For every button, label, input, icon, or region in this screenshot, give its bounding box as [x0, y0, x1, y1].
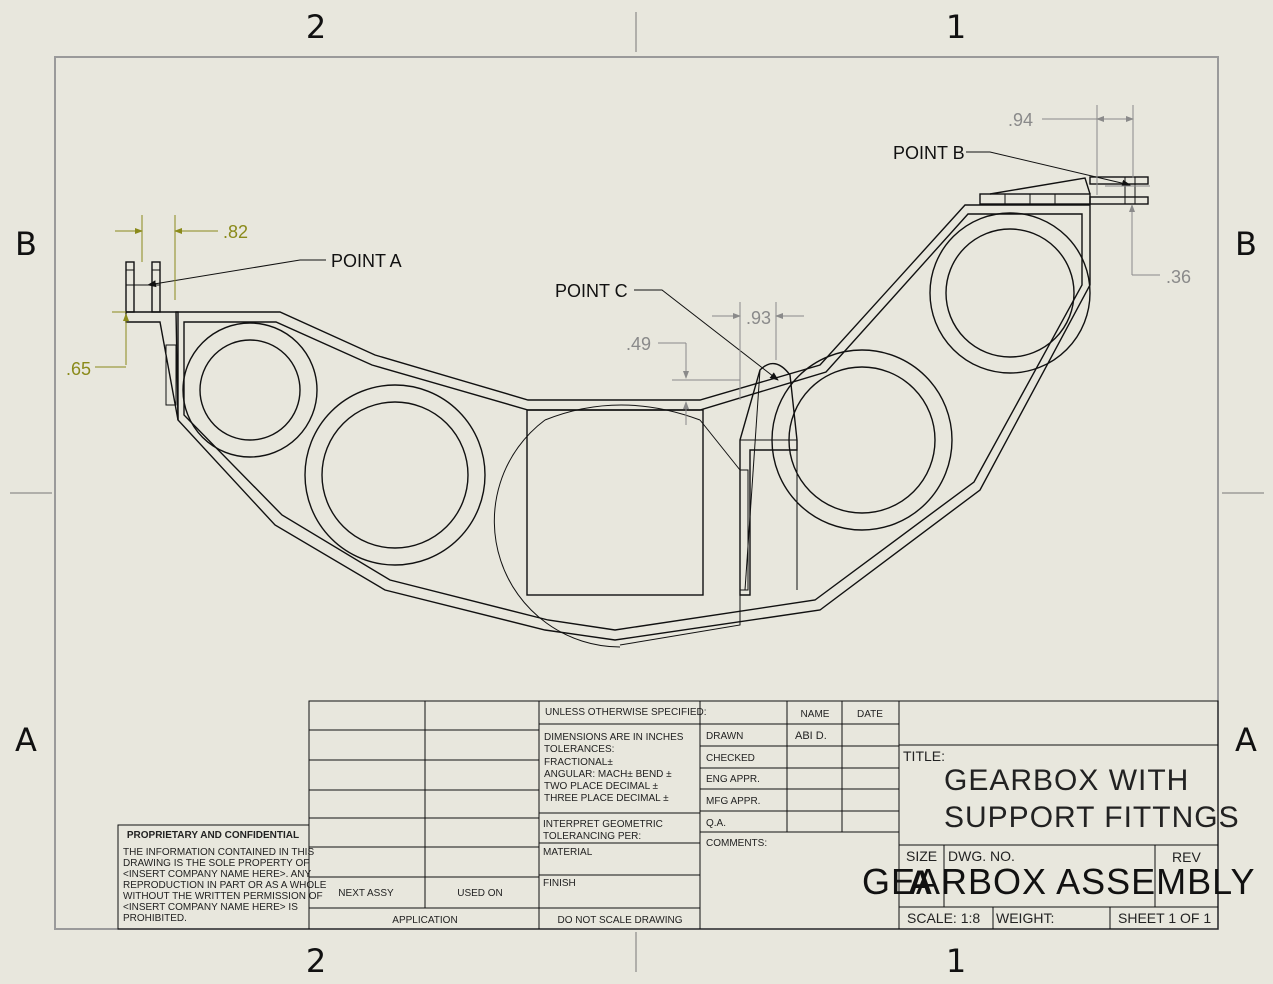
svg-text:.65: .65: [66, 359, 91, 379]
callout-point-b: POINT B: [893, 143, 1131, 187]
dimension-36: .36: [1105, 185, 1191, 287]
size-value: A: [908, 864, 933, 902]
proprietary-line: THE INFORMATION CONTAINED IN THIS: [123, 847, 314, 858]
mfg-appr-label: MFG APPR.: [706, 796, 760, 807]
dimension-94: .94: [1008, 105, 1134, 195]
tolerance-line: TOLERANCES:: [544, 744, 614, 755]
title-label: TITLE:: [903, 748, 945, 764]
dimension-82: .82: [115, 215, 248, 300]
svg-text:.82: .82: [223, 222, 248, 242]
tolerance-line: FRACTIONAL±: [544, 757, 613, 768]
sheet-label: SHEET 1 OF 1: [1118, 910, 1211, 926]
title-line-2: SUPPORT FITTNGS: [944, 801, 1240, 834]
proprietary-line: <INSERT COMPANY NAME HERE>. ANY: [123, 869, 312, 880]
title-line-1: GEARBOX WITH: [944, 764, 1189, 797]
svg-text:POINT C: POINT C: [555, 281, 628, 301]
tolerance-line: TWO PLACE DECIMAL ±: [544, 781, 659, 792]
do-not-scale: DO NOT SCALE DRAWING: [557, 915, 682, 926]
date-header: DATE: [857, 709, 883, 720]
callout-point-c: POINT C: [555, 281, 779, 381]
size-label: SIZE: [906, 848, 937, 864]
svg-text:.94: .94: [1008, 110, 1033, 130]
svg-text:POINT A: POINT A: [331, 251, 402, 271]
used-on-label: USED ON: [457, 888, 503, 899]
callout-point-a: POINT A: [147, 251, 402, 288]
proprietary-line: DRAWING IS THE SOLE PROPERTY OF: [123, 858, 309, 869]
eng-appr-label: ENG APPR.: [706, 774, 760, 785]
unless-specified: UNLESS OTHERWISE SPECIFIED:: [545, 707, 707, 718]
svg-text:.93: .93: [746, 308, 771, 328]
proprietary-line: WITHOUT THE WRITTEN PERMISSION OF: [123, 891, 323, 902]
drawn-name: ABI D.: [795, 730, 827, 742]
zone-grid: [10, 12, 1264, 972]
qa-label: Q.A.: [706, 818, 726, 829]
finish-label: FINISH: [543, 878, 576, 889]
next-assy-label: NEXT ASSY: [338, 888, 394, 899]
dimension-65: .65: [66, 311, 129, 379]
svg-text:.49: .49: [626, 334, 651, 354]
zone-top-1: 1: [946, 8, 966, 46]
proprietary-line: <INSERT COMPANY NAME HERE> IS: [123, 902, 298, 913]
zone-left-A: A: [15, 721, 37, 759]
zone-bottom-2: 2: [306, 942, 326, 980]
drawn-label: DRAWN: [706, 731, 743, 742]
application-label: APPLICATION: [392, 915, 457, 926]
interpret-line: TOLERANCING PER:: [543, 831, 641, 842]
zone-top-2: 2: [306, 8, 326, 46]
gearbox-part: [125, 176, 1149, 648]
zone-right-A: A: [1235, 721, 1257, 759]
proprietary-line: REPRODUCTION IN PART OR AS A WHOLE: [123, 880, 327, 891]
title-block: PROPRIETARY AND CONFIDENTIAL THE INFORMA…: [117, 700, 1255, 930]
material-label: MATERIAL: [543, 847, 593, 858]
dimension-93: .93: [712, 302, 804, 400]
zone-left-B: B: [15, 225, 37, 263]
tolerance-line: ANGULAR: MACH± BEND ±: [544, 769, 672, 780]
checked-label: CHECKED: [706, 753, 755, 764]
rev-label: REV: [1172, 849, 1201, 865]
svg-text:.36: .36: [1166, 267, 1191, 287]
proprietary-line: PROHIBITED.: [123, 913, 187, 924]
zone-right-B: B: [1235, 225, 1257, 263]
dimension-49: .49: [626, 334, 740, 425]
name-header: NAME: [801, 709, 830, 720]
dwg-number: GEARBOX ASSEMBLY: [862, 861, 1255, 902]
comments-label: COMMENTS:: [706, 838, 767, 849]
interpret-line: INTERPRET GEOMETRIC: [543, 819, 663, 830]
proprietary-title: PROPRIETARY AND CONFIDENTIAL: [127, 830, 299, 841]
scale-label: SCALE: 1:8: [907, 910, 980, 926]
svg-text:POINT B: POINT B: [893, 143, 965, 163]
tolerance-line: THREE PLACE DECIMAL ±: [544, 793, 669, 804]
zone-bottom-1: 1: [946, 942, 966, 980]
dwg-no-label: DWG. NO.: [948, 848, 1015, 864]
weight-label: WEIGHT:: [996, 910, 1054, 926]
tolerance-line: DIMENSIONS ARE IN INCHES: [544, 732, 684, 743]
